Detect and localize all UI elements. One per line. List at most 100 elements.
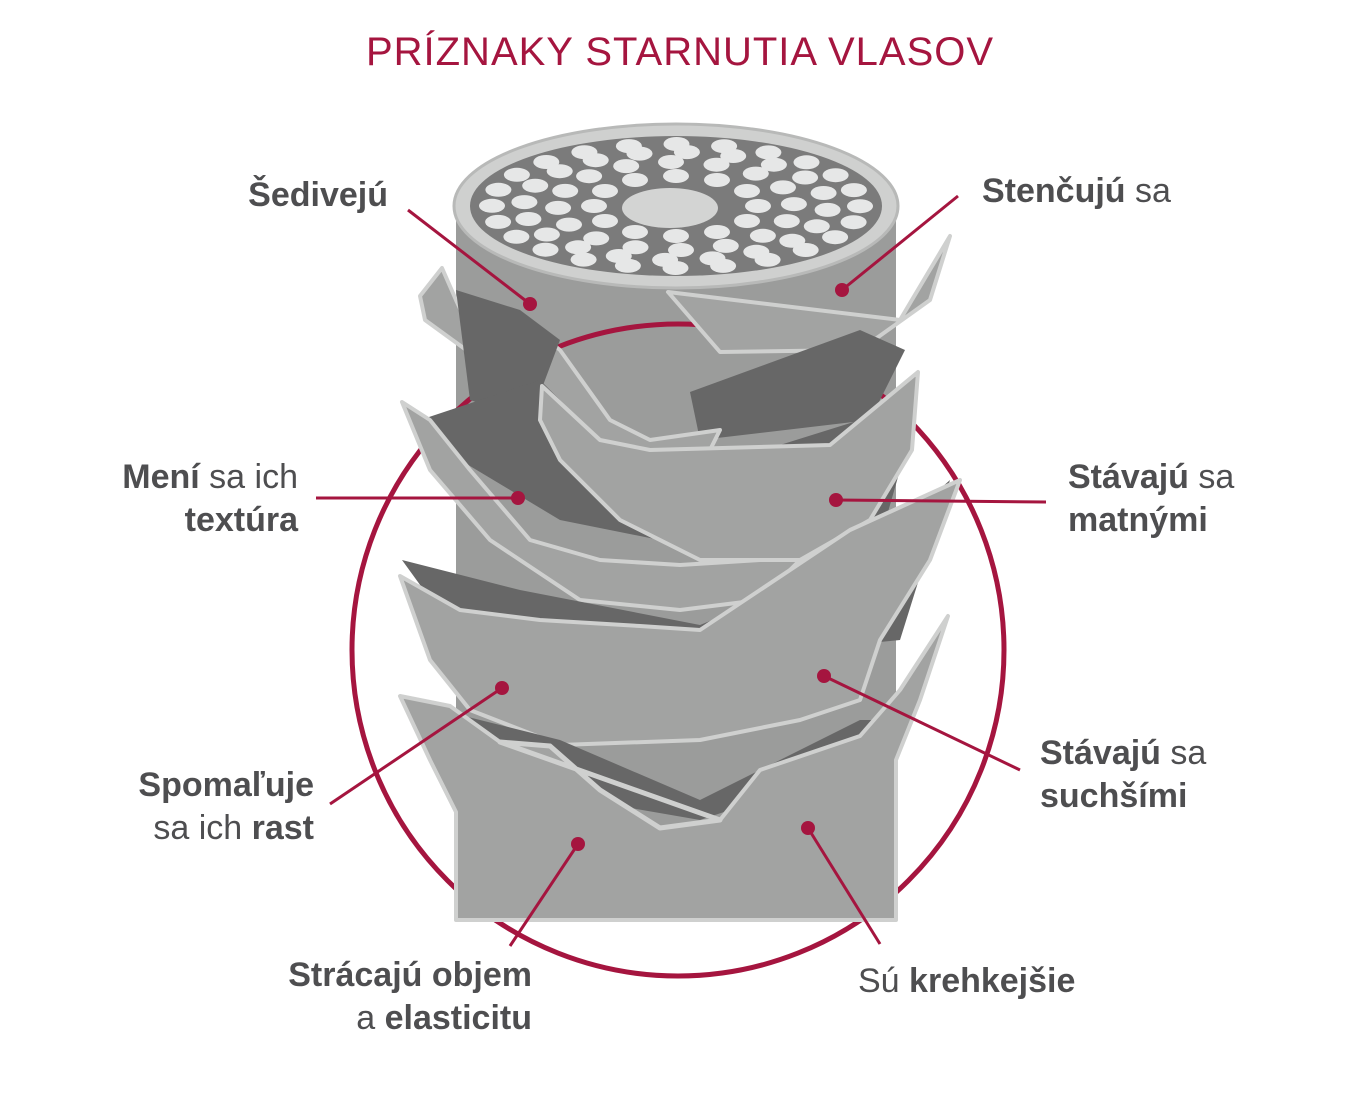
cortex-cell bbox=[485, 182, 512, 197]
cortex-cell bbox=[663, 229, 689, 243]
cortex-cell bbox=[515, 212, 542, 226]
label-dry: Stávajú sa suchšími bbox=[1040, 732, 1320, 818]
connector-graying bbox=[407, 208, 531, 306]
cortex-cell bbox=[556, 217, 582, 232]
cortex-cell bbox=[780, 197, 807, 212]
label-texture: Mení sa ich textúra bbox=[60, 456, 298, 542]
cortex-cell bbox=[749, 228, 776, 243]
cortex-cell bbox=[552, 183, 579, 198]
marker-growth bbox=[495, 681, 509, 695]
cortex-cell bbox=[533, 227, 560, 242]
label-volume-line2-bold: elasticitu bbox=[384, 999, 532, 1037]
label-brittle: Sú krehkejšie bbox=[858, 960, 1158, 1003]
cortex-cell bbox=[592, 184, 618, 198]
marker-volume bbox=[571, 837, 585, 851]
cortex-cell bbox=[592, 214, 618, 228]
cortex-cell bbox=[792, 243, 819, 257]
cortex-cell bbox=[622, 225, 648, 239]
cortex-cell bbox=[712, 238, 739, 253]
cortex-cell bbox=[615, 139, 642, 154]
label-graying: Šedivejú bbox=[200, 174, 388, 217]
diagram-title: PRÍZNAKY STARNUTIA VLASOV bbox=[365, 30, 995, 74]
cortex-cell bbox=[760, 157, 787, 172]
label-thinning-bold: Stenčujú bbox=[982, 172, 1126, 210]
label-dull-line2: matnými bbox=[1068, 501, 1208, 539]
label-growth-line2-bold: rast bbox=[251, 809, 314, 847]
cortex-cell bbox=[658, 155, 684, 169]
label-dry-normal: sa bbox=[1160, 734, 1207, 772]
label-growth-bold: Spomaľuje bbox=[138, 766, 314, 804]
connector-brittle bbox=[806, 827, 882, 945]
cortex-cell bbox=[581, 199, 607, 213]
label-texture-bold: Mení bbox=[122, 458, 200, 496]
connector-dull bbox=[835, 498, 1047, 504]
cortex-cell bbox=[792, 170, 819, 185]
label-texture-normal: sa ich bbox=[199, 458, 298, 496]
cortex-cell bbox=[814, 202, 841, 217]
cortex-cell bbox=[571, 145, 598, 160]
cortex-cell bbox=[773, 214, 800, 229]
cortex-cell bbox=[734, 184, 760, 198]
cortex-cell bbox=[583, 231, 610, 246]
label-volume-normal: a bbox=[356, 999, 385, 1037]
cortex-cell bbox=[704, 173, 730, 187]
label-growth-normal: sa ich bbox=[153, 809, 252, 847]
medulla bbox=[622, 188, 718, 228]
label-dry-bold: Stávajú bbox=[1040, 734, 1161, 772]
cortex-cell bbox=[793, 155, 820, 170]
cortex-cell bbox=[532, 242, 559, 257]
cortex-cell bbox=[742, 166, 769, 181]
marker-texture bbox=[511, 491, 525, 505]
magnifier-circle bbox=[349, 321, 1007, 979]
cortex-cell bbox=[565, 240, 592, 255]
cortex-cell bbox=[662, 261, 689, 275]
label-dull-normal: sa bbox=[1188, 458, 1235, 496]
cortex-cell bbox=[570, 252, 597, 267]
cortex-cell bbox=[479, 198, 505, 213]
cortex-cell bbox=[710, 258, 737, 273]
cuticle-scale bbox=[666, 234, 952, 354]
cuticle-scale-shadow bbox=[690, 330, 905, 440]
cortex-cell bbox=[754, 252, 781, 267]
cortex-cell bbox=[822, 230, 849, 245]
cortex-cell bbox=[503, 229, 530, 244]
cortex-cell bbox=[622, 240, 649, 255]
cortex-cell bbox=[663, 169, 689, 183]
cortex-cell bbox=[511, 195, 538, 210]
marker-dull bbox=[829, 493, 843, 507]
connector-volume bbox=[508, 843, 580, 947]
label-growth: Spomaľuje sa ich rast bbox=[60, 764, 314, 850]
cortex-cell bbox=[522, 178, 549, 193]
cortex-cell bbox=[822, 168, 849, 183]
cortex-cell bbox=[745, 199, 771, 213]
marker-dry bbox=[817, 669, 831, 683]
cuticle-scale-edge bbox=[497, 739, 723, 831]
marker-brittle bbox=[801, 821, 815, 835]
label-brittle-normal: Sú bbox=[858, 962, 910, 1000]
label-thinning: Stenčujú sa bbox=[982, 170, 1242, 213]
cortex-cell bbox=[503, 167, 530, 182]
cortex-cell bbox=[770, 180, 796, 195]
cortex-cell bbox=[703, 157, 730, 172]
label-dry-line2: suchšími bbox=[1040, 777, 1188, 815]
cortex-cell bbox=[840, 215, 867, 230]
label-volume: Strácajú objem a elasticitu bbox=[150, 954, 532, 1040]
cortex-cell bbox=[734, 214, 760, 228]
cortex-cell bbox=[755, 145, 782, 160]
connector-growth bbox=[329, 686, 503, 806]
connector-dry bbox=[823, 674, 1021, 772]
cortex-cell bbox=[485, 214, 512, 229]
connectors bbox=[316, 194, 1047, 947]
cortex-cell bbox=[576, 169, 603, 184]
cortex-cell bbox=[803, 219, 830, 234]
cortex-cell bbox=[840, 183, 867, 198]
label-volume-bold: Strácajú objem bbox=[288, 956, 532, 994]
cortex-cell bbox=[704, 225, 730, 239]
cortex-cell bbox=[613, 159, 640, 174]
label-brittle-bold: krehkejšie bbox=[909, 962, 1076, 1000]
cortex-cell bbox=[614, 258, 641, 273]
marker-thinning bbox=[835, 283, 849, 297]
hair-cross-section bbox=[452, 122, 900, 290]
cortex-cell bbox=[663, 137, 690, 151]
